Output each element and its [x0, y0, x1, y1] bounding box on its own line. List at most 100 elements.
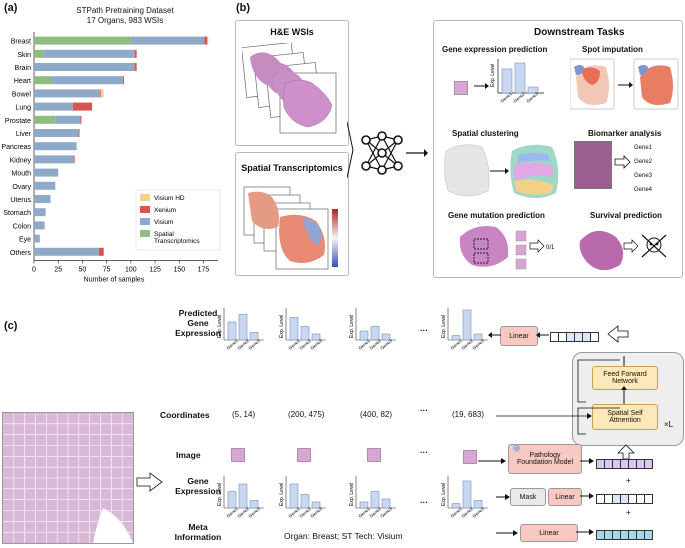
coordinate-4: (19, 683)	[452, 410, 485, 419]
bar-segment	[34, 63, 135, 71]
image-patch-4	[463, 450, 477, 464]
bar-segment	[34, 155, 74, 164]
bar-segment	[34, 129, 79, 137]
mini-bar	[359, 330, 369, 341]
spot-thumbnail	[454, 81, 468, 95]
x-tick-label: 50	[79, 266, 87, 273]
task-gene-expression: Gene expression prediction	[442, 45, 548, 54]
bar-segment	[80, 115, 82, 124]
ellipsis-coords: ···	[420, 406, 428, 415]
image-patch-3	[367, 448, 381, 462]
bar-segment	[34, 115, 56, 124]
bar-segment	[204, 36, 208, 45]
image-token-sequence	[596, 456, 653, 474]
category-label: Ovary	[12, 184, 31, 191]
x-axis-title: Number of samples	[84, 276, 145, 283]
biomarker-slide	[574, 141, 612, 189]
x-tick-label: 125	[149, 266, 161, 273]
category-label: Kidney	[10, 157, 32, 164]
arrow-right-icon	[478, 458, 506, 464]
mini-exp-label: Exp. Level	[441, 483, 447, 506]
panel-a-label: (a)	[4, 2, 18, 14]
task-spot-imputation: Spot imputation	[582, 45, 643, 54]
bar-segment	[134, 63, 137, 71]
panel-b-label: (b)	[236, 2, 251, 14]
linear-mask-box: Linear	[548, 488, 582, 506]
bar-segment	[123, 76, 125, 85]
category-label: Eye	[19, 237, 31, 244]
arrow-icon	[474, 83, 489, 89]
mini-bar	[370, 326, 380, 341]
mini-exp-label: Exp. Level	[279, 315, 285, 338]
mini-bar	[300, 494, 310, 509]
bar-segment	[34, 89, 100, 98]
panel-c-label: (c)	[4, 320, 18, 332]
arrow-right-icon	[580, 493, 594, 499]
meta-information-label: Meta Information	[174, 522, 222, 542]
coordinate-2: (200, 475)	[288, 410, 325, 419]
plus-2: +	[626, 508, 631, 517]
linear-output-box: Linear	[500, 326, 538, 346]
arrow-left-icon	[488, 332, 501, 338]
coordinate-arrow	[496, 413, 592, 419]
x-tick-label: 100	[125, 266, 137, 273]
spatial-clustering-figure	[444, 144, 559, 198]
image-label: Image	[176, 450, 201, 460]
bar-segment	[34, 247, 99, 256]
category-label: Breast	[11, 39, 31, 46]
task-survival: Survival prediction	[590, 211, 663, 220]
mini-bar-chart: Exp. Level Gene1 Gene2 Gene3	[490, 59, 544, 104]
connector-arrows	[347, 121, 354, 179]
task-spatial-clustering: Spatial clustering	[452, 129, 519, 138]
mini-exp-label: Exp. Level	[217, 483, 223, 506]
mini-exp-label: Exp. Level	[349, 483, 355, 506]
pathology-foundation-model-box: Pathology Foundation Model	[508, 444, 582, 474]
image-patch-2	[297, 448, 311, 462]
bar-segment	[34, 142, 77, 151]
mini-bar	[473, 500, 483, 509]
mini-bar	[311, 501, 321, 509]
category-label: Others	[10, 250, 32, 257]
biomarker-gene1: Gene1	[634, 145, 653, 151]
category-label: Mouth	[12, 171, 32, 178]
downstream-title: Downstream Tasks	[534, 27, 625, 38]
x-tick-label: 150	[173, 266, 185, 273]
expression-token-sequence	[596, 491, 653, 509]
bar-segment	[34, 168, 59, 177]
mini-bar	[249, 500, 259, 509]
plus-1: +	[626, 476, 631, 485]
x-tick-label: 175	[198, 266, 210, 273]
legend-swatch	[140, 218, 150, 225]
hollow-arrow-up-left	[607, 325, 629, 343]
snowflake-icon: ❄	[512, 443, 522, 455]
gene-mutation-figure: 0/1	[459, 226, 555, 270]
bar-segment	[34, 49, 44, 58]
category-label: Pancreas	[1, 144, 31, 151]
mini-bar	[249, 332, 259, 341]
he-wsi-card: H&E WSIs	[235, 20, 349, 146]
bar-segment	[34, 234, 40, 243]
st-slide-stack	[243, 186, 338, 270]
meta-token-sequence	[596, 527, 653, 545]
mini-bar	[359, 501, 369, 509]
spatial-transcriptomics-title: Spatial Transcriptomics	[241, 163, 343, 173]
exp-level-label: Exp. Level	[490, 64, 496, 87]
bar-segment	[100, 89, 104, 98]
coordinates-label: Coordinates	[160, 410, 210, 420]
mini-bar	[289, 317, 299, 341]
mini-bar	[381, 333, 391, 341]
mini-bar	[311, 333, 321, 341]
coordinate-1: (5, 14)	[232, 410, 256, 419]
task-biomarker: Biomarker analysis	[588, 129, 662, 138]
bar-segment	[34, 181, 56, 190]
mini-exp-label: Exp. Level	[441, 315, 447, 338]
chart-subtitle: 17 Organs, 983 WSIs	[86, 16, 164, 25]
mini-bar	[238, 483, 248, 509]
bar-segment	[78, 129, 80, 137]
arrow-left-icon	[536, 332, 549, 338]
biomarker-gene4: Gene4	[634, 187, 653, 193]
legend-label: Transcriptomics	[154, 238, 200, 245]
category-label: Brain	[15, 65, 31, 72]
bar-segment	[72, 102, 93, 111]
